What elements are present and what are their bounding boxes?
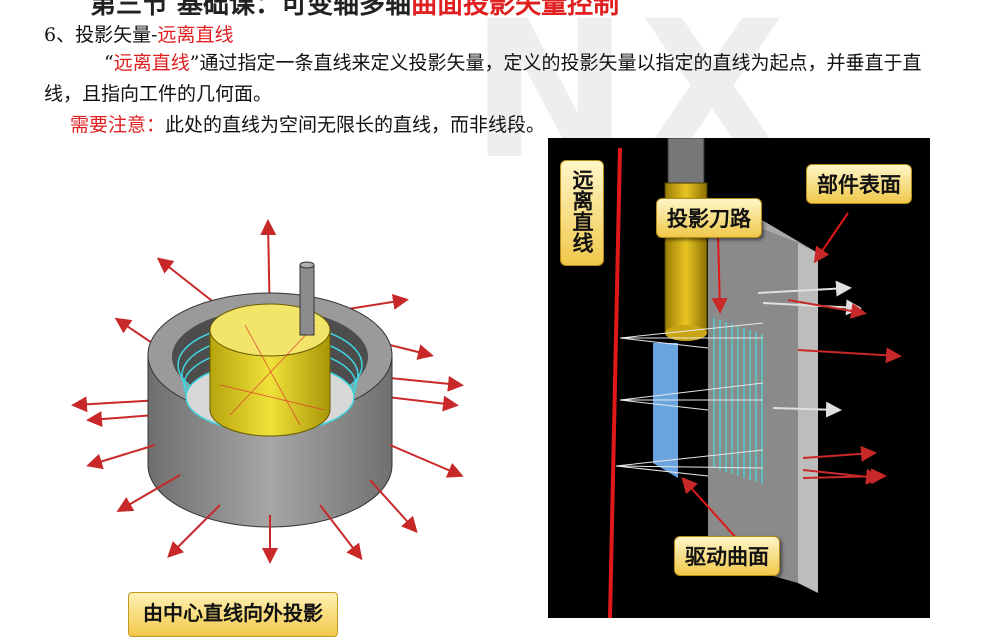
note-text: 此处的直线为空间无限长的直线，而非线段。	[165, 114, 546, 136]
section-highlight: 远离直线	[157, 24, 234, 46]
line-projection-figure: 远离直线 部件表面 投影刀路 驱动曲面	[548, 138, 930, 618]
tag-projected-toolpath: 投影刀路	[656, 198, 762, 238]
distance-line	[608, 147, 622, 618]
note-label: 需要注意：	[70, 114, 166, 136]
quote-open: “	[104, 52, 114, 74]
tag-drive-surface: 驱动曲面	[674, 536, 780, 576]
left-figure-caption: 由中心直线向外投影	[128, 592, 338, 637]
section-number: 6、投影矢量-	[44, 24, 158, 46]
definition-text: 通过指定一条直线来定义投影矢量，定义的投影矢量以指定的直线为起点，并垂直于直线，…	[44, 52, 922, 105]
quote-close: ”	[189, 52, 200, 74]
note-paragraph: 需要注意：此处的直线为空间无限长的直线，而非线段。	[70, 110, 970, 141]
part-surface	[708, 208, 798, 583]
tag-distance-line: 远离直线	[560, 160, 604, 266]
slide-title: 第三节 基础课：可变轴多轴曲面投影矢量控制	[90, 0, 619, 21]
ring-projection-figure	[71, 219, 464, 564]
tag-part-surface: 部件表面	[806, 164, 912, 204]
definition-paragraph: “远离直线”通过指定一条直线来定义投影矢量，定义的投影矢量以指定的直线为起点，并…	[44, 48, 944, 110]
slide-title-highlight: 曲面投影矢量控制	[411, 0, 620, 20]
section-heading: 6、投影矢量-远离直线	[44, 20, 234, 47]
drive-surface	[653, 343, 678, 478]
term-highlight: 远离直线	[113, 52, 190, 74]
projection-vectors-front	[86, 444, 464, 564]
slide-title-main: 第三节 基础课：可变轴多轴	[90, 0, 412, 20]
